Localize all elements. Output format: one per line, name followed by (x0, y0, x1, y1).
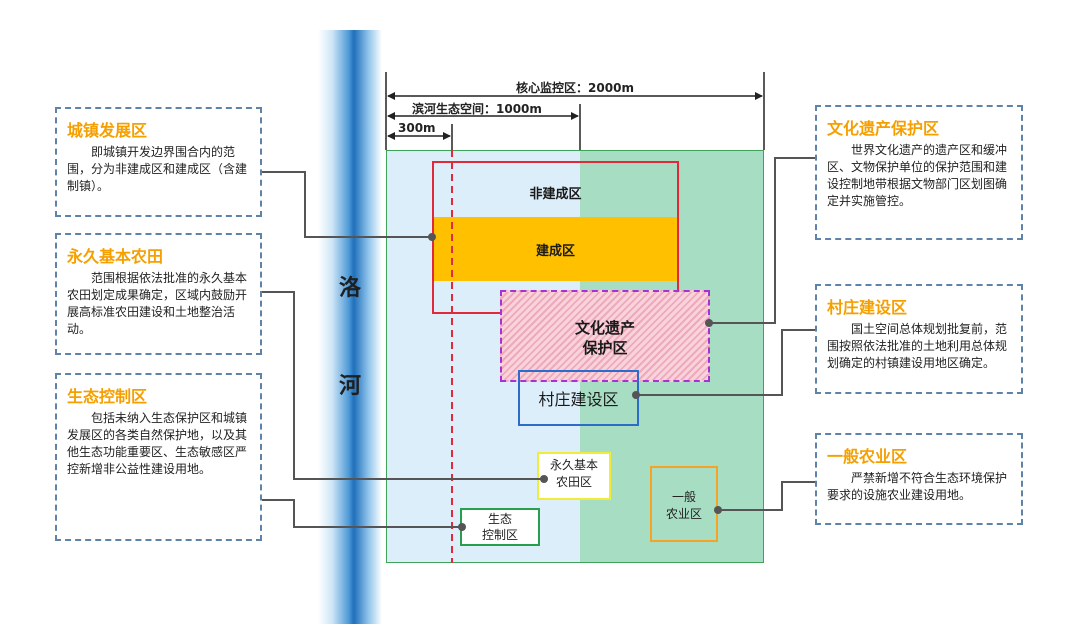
core-monitoring-zone-frame (386, 150, 764, 563)
village-zone-label: 村庄建设区 (538, 390, 619, 409)
genagri-zone-label: 一般 农业区 (665, 490, 702, 521)
river-char-luo: 洛 (338, 276, 361, 301)
callout-agri-title: 一般农业区 (827, 447, 908, 466)
ecoctrl-zone-label: 生态 控制区 (481, 512, 518, 542)
callout-heritage: 文化遗产保护区 世界文化遗产的遗产区和缓冲区、文物保护单位的保护范围和建设控制地… (815, 105, 1023, 240)
callout-farmland-body: 范围根据依法批准的永久基本农田划定成果确定，区域内鼓励开展高标准农田建设和土地整… (67, 271, 248, 336)
connector-farmland (262, 291, 544, 480)
dim-label-300: 300m (398, 121, 436, 135)
callout-heritage-body: 世界文化遗产的遗产区和缓冲区、文物保护单位的保护范围和建设控制地带根据文物部门区… (827, 143, 1008, 208)
heritage-zone-label: 文化遗产 保护区 (574, 319, 635, 357)
callout-urban-body: 即城镇开发边界围合内的范围，分为非建成区和建成区（含建制镇）。 (67, 145, 248, 193)
connector-dot-farmland (540, 475, 548, 483)
connector-dot-agri (714, 506, 722, 514)
callout-eco: 生态控制区 包括未纳入生态保护区和城镇发展区的各类自然保护地，以及其他生态功能重… (55, 373, 262, 541)
dim-label-core: 核心监控区：2000m (516, 81, 634, 95)
dim-label-riverside: 滨河生态空间：1000m (412, 102, 542, 116)
luo-river-band (318, 30, 382, 624)
farmland-zone-label: 永久基本 农田区 (549, 458, 598, 489)
connector-dot-urban (428, 233, 436, 241)
callout-village-body: 国土空间总体规划批复前，范围按照依法批准的土地利用总体规划确定的村镇建设用地区确… (827, 322, 1008, 370)
built-area-label: 建成区 (535, 244, 575, 259)
callout-farmland-title: 永久基本农田 (67, 247, 164, 266)
connector-dot-village (632, 391, 640, 399)
connector-dot-heritage (705, 319, 713, 327)
permanent-farmland-zone (537, 452, 611, 500)
callout-eco-title: 生态控制区 (67, 387, 148, 406)
connector-urban (260, 171, 432, 238)
callout-heritage-title: 文化遗产保护区 (827, 119, 940, 138)
callout-village: 村庄建设区 国土空间总体规划批复前，范围按照依法批准的土地利用总体规划确定的村镇… (815, 284, 1023, 394)
general-agriculture-zone (650, 466, 718, 542)
callout-agri: 一般农业区 严禁新增不符合生态环境保护要求的设施农业建设用地。 (815, 433, 1023, 525)
callout-urban-title: 城镇发展区 (67, 121, 148, 140)
callout-farmland: 永久基本农田 范围根据依法批准的永久基本农田划定成果确定，区域内鼓励开展高标准农… (55, 233, 262, 355)
river-char-he: 河 (338, 374, 361, 399)
heritage-protection-zone (500, 290, 710, 382)
unbuilt-area-label: 非建成区 (529, 187, 582, 202)
connector-heritage (709, 157, 815, 324)
connector-village (636, 329, 815, 396)
callout-village-title: 村庄建设区 (827, 298, 908, 317)
connector-eco (262, 499, 462, 528)
callout-agri-body: 严禁新增不符合生态环境保护要求的设施农业建设用地。 (827, 471, 1008, 502)
connector-agri (718, 481, 815, 511)
built-area-zone (434, 217, 677, 281)
callout-eco-body: 包括未纳入生态保护区和城镇发展区的各类自然保护地，以及其他生态功能重要区、生态敏… (67, 411, 248, 476)
eco-control-zone (460, 508, 540, 546)
callout-urban: 城镇发展区 即城镇开发边界围合内的范围，分为非建成区和建成区（含建制镇）。 (55, 107, 262, 217)
connector-dot-eco (458, 523, 466, 531)
